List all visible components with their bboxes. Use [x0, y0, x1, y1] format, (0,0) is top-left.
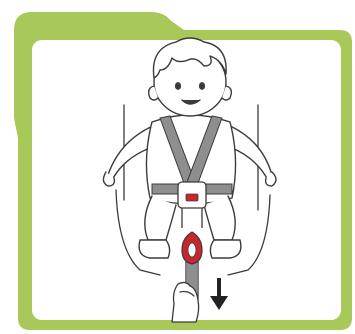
illustration-frame — [0, 0, 355, 334]
